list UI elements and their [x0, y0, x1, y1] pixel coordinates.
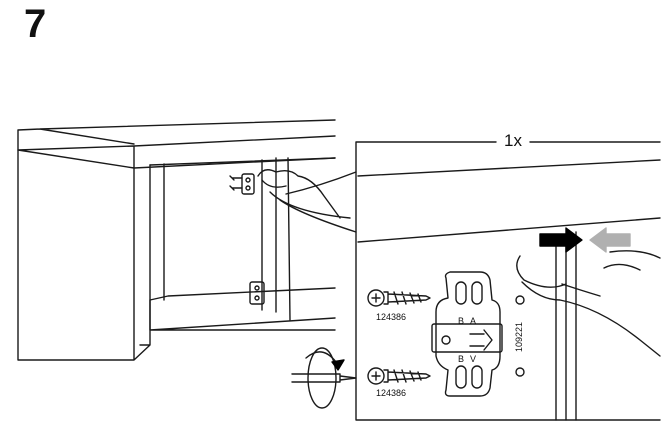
hand-icon [257, 169, 351, 219]
screwdriver-icon [291, 347, 357, 409]
hand-icon [516, 250, 661, 357]
hinge-letter: A [470, 316, 476, 326]
hinge-letter: V [470, 354, 476, 364]
hinge-marker [249, 281, 265, 305]
screw-icon [367, 289, 431, 307]
screw-part-number: 124386 [376, 312, 406, 322]
mounting-plate-marker [229, 173, 255, 195]
detail-frame: 1x [355, 131, 661, 421]
step-number: 7 [24, 2, 47, 46]
cabinet-side-panel [17, 149, 151, 361]
rotate-clockwise-icon [305, 351, 337, 363]
rotate-clockwise-arrowhead [331, 359, 345, 371]
hinge-letter: B [458, 316, 464, 326]
hinge-part-number: 109221 [514, 322, 524, 352]
cabinet-top-board [17, 119, 336, 169]
blocked-arrow-icon [589, 227, 631, 253]
push-arrow-icon [539, 227, 583, 253]
cabinet-shelf [149, 287, 336, 331]
screw-icon [367, 367, 431, 385]
screw-hole [515, 367, 525, 377]
screw-hole [515, 295, 525, 305]
detail-top-board [357, 159, 661, 243]
screw-part-number: 124386 [376, 388, 406, 398]
cabinet-overview [17, 119, 351, 361]
detail-callout-lines [279, 171, 357, 233]
hinge-plate: B A B V 109221 [431, 271, 525, 397]
cabinet-door-edge [261, 157, 291, 321]
cabinet-inner-wall [149, 157, 336, 301]
detail-side-post [555, 231, 577, 421]
hinge-letter: B [458, 354, 464, 364]
quantity-label: 1x [504, 131, 522, 150]
